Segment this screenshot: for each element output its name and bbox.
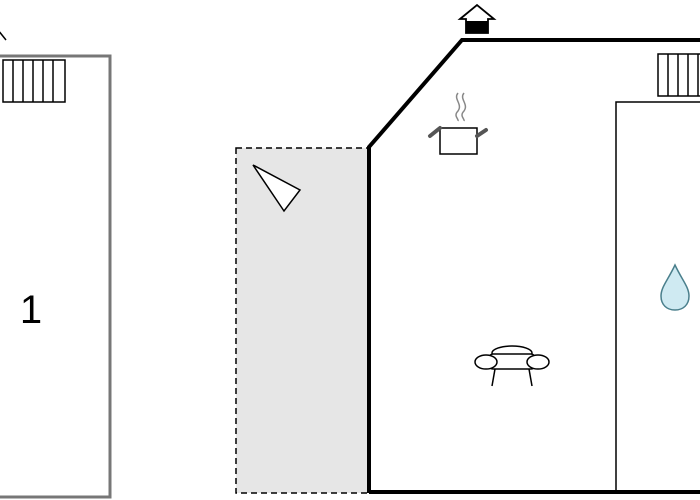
chimney-icon — [457, 3, 497, 34]
sofa-icon — [474, 345, 550, 387]
water-drop-icon — [660, 263, 690, 311]
main-building-walls — [367, 38, 700, 493]
radiator-icon — [2, 59, 66, 103]
sail-icon — [252, 164, 302, 213]
cooking-pot-icon — [428, 92, 488, 155]
room-1-outline — [0, 54, 112, 499]
room-1: 1 — [0, 54, 112, 499]
inner-room-wall — [615, 101, 700, 492]
corner-mark — [0, 31, 7, 41]
room-1-label: 1 — [20, 288, 42, 332]
radiator-icon — [657, 53, 700, 97]
terrace-area — [235, 147, 370, 494]
